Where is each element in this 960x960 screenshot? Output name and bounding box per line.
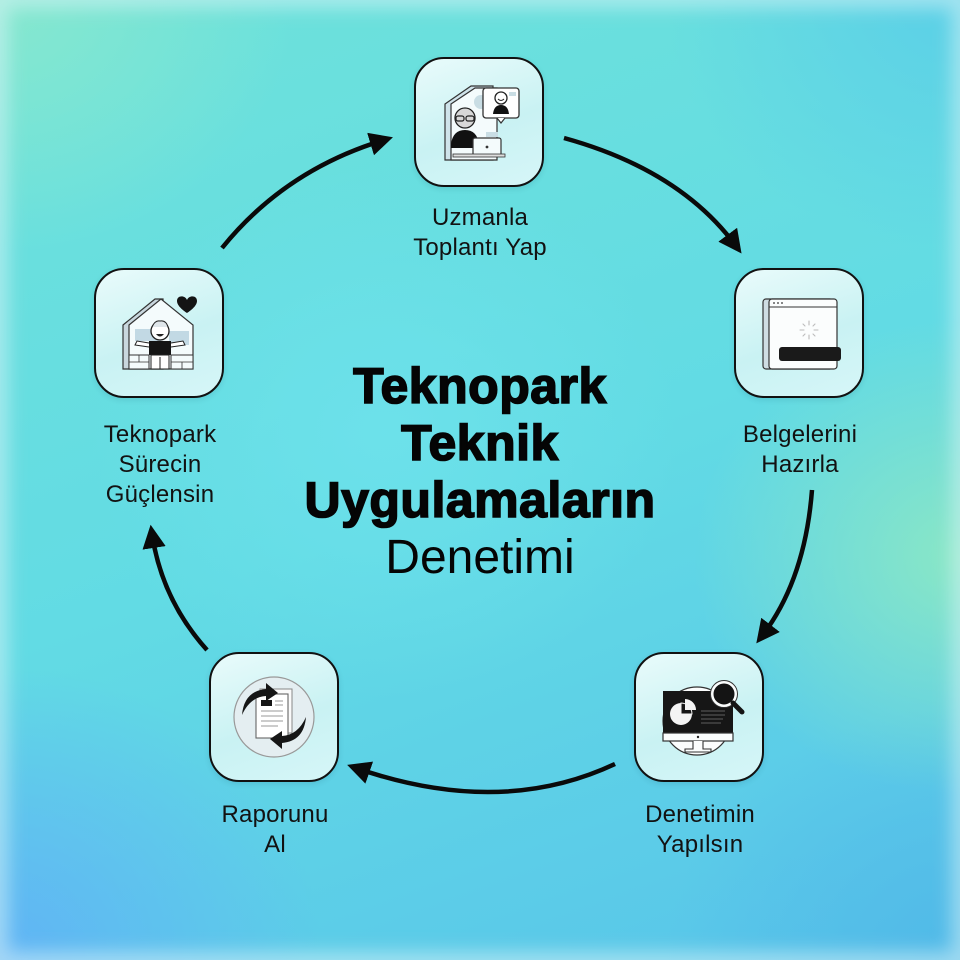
step-label-uzmanla-toplanti: Uzmanla Toplantı Yap	[413, 203, 547, 263]
arrow-step5-to-step1	[220, 132, 393, 250]
step-card-denetimin-yapilsin	[634, 652, 764, 782]
step-label-line: Belgelerini	[742, 421, 858, 448]
document-sync-arrows-icon	[233, 676, 315, 758]
video-meeting-icon	[444, 85, 520, 161]
step-label-surecin-guclensin: Teknopark Sürecin Güçlensin	[104, 420, 217, 510]
step-label-line: Sürecin	[118, 451, 202, 478]
step-label-line: Toplantı Yap	[413, 234, 547, 261]
step-label-line: Yapılsın	[656, 831, 744, 858]
step-label-line: Hazırla	[761, 451, 839, 478]
arrow-step1-to-step2	[563, 135, 742, 254]
step-label-line: Al	[264, 831, 286, 858]
step-label-denetimin-yapilsin: Denetimin Yapılsın	[645, 800, 755, 860]
monitor-chart-magnifier-icon	[662, 680, 745, 756]
title-line-3: Uygulamaların	[304, 471, 656, 529]
title-line-4: Denetimi	[385, 531, 575, 584]
title-line-2: Teknik	[400, 414, 559, 472]
title-line-1: Teknopark	[352, 357, 607, 415]
arrow-step2-to-step3	[756, 489, 815, 644]
arrow-step3-to-step4	[347, 761, 616, 795]
step-card-uzmanla-toplanti	[414, 57, 544, 187]
step-label-line: Raporunu	[221, 801, 329, 828]
step-label-line: Denetimin	[645, 801, 755, 828]
arrow-step4-to-step5	[142, 524, 209, 652]
step-label-line: Uzmanla	[431, 204, 529, 231]
document-window-loading-icon	[762, 298, 841, 370]
step-label-raporunu-al: Raporunu Al	[221, 800, 328, 860]
step-card-raporunu-al	[209, 652, 339, 782]
step-label-line: Güçlensin	[105, 481, 215, 508]
diagram-title: Teknopark Teknik Uygulamaların Denetimi	[304, 357, 656, 587]
step-label-belgelerini-hazirla: Belgelerini Hazırla	[743, 420, 857, 480]
step-label-line: Teknopark	[103, 421, 217, 448]
happy-person-house-heart-icon	[122, 296, 197, 370]
step-card-belgelerini-hazirla	[734, 268, 864, 398]
step-card-surecin-guclensin	[94, 268, 224, 398]
